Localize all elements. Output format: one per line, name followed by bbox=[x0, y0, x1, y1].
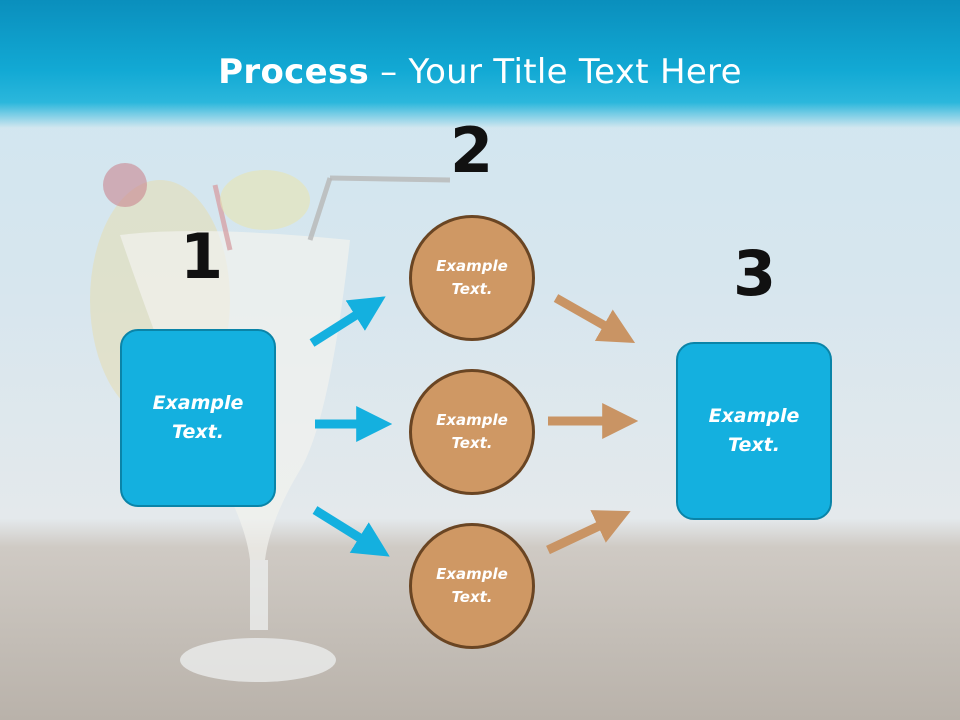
arrow-bottom-to-right bbox=[546, 510, 631, 555]
circle-bottom: Example Text. bbox=[409, 523, 535, 649]
title-bar bbox=[0, 0, 960, 128]
step-number-1: 1 bbox=[180, 220, 224, 293]
right-box-text: Example Text. bbox=[708, 405, 800, 456]
left-box: Example Text. bbox=[120, 329, 276, 507]
slide-title: Process – Your Title Text Here bbox=[0, 52, 960, 92]
circle-bottom-text: Example Text. bbox=[436, 565, 508, 606]
title-rest: – Your Title Text Here bbox=[369, 52, 742, 92]
circle-top-text: Example Text. bbox=[436, 257, 508, 298]
arrow-left-to-top bbox=[309, 296, 386, 347]
circle-middle-text: Example Text. bbox=[436, 411, 508, 452]
arrow-top-to-right bbox=[553, 294, 636, 344]
circle-middle: Example Text. bbox=[409, 369, 535, 495]
step-number-3: 3 bbox=[733, 237, 777, 310]
title-bold: Process bbox=[218, 52, 370, 92]
left-box-text: Example Text. bbox=[152, 392, 244, 443]
step-number-2: 2 bbox=[450, 114, 494, 187]
circle-top: Example Text. bbox=[409, 215, 535, 341]
right-box: Example Text. bbox=[676, 342, 832, 520]
arrow-left-to-bottom bbox=[312, 506, 390, 557]
